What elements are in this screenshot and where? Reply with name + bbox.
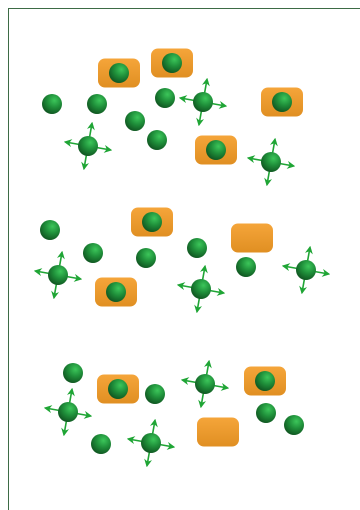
four-way-arrow-icon — [178, 77, 228, 127]
green-sphere-icon — [236, 257, 256, 277]
arrow-center-ball-icon — [58, 402, 78, 422]
green-sphere-icon — [155, 88, 175, 108]
arrow-center-ball-icon — [193, 92, 213, 112]
arrow-center-ball-icon — [78, 136, 98, 156]
four-way-arrow-icon — [33, 250, 83, 300]
green-sphere-icon — [147, 130, 167, 150]
green-sphere-icon — [91, 434, 111, 454]
four-way-arrow-icon — [246, 137, 296, 187]
green-sphere-icon — [40, 220, 60, 240]
green-sphere-icon — [63, 363, 83, 383]
group-bottom — [43, 359, 304, 468]
green-sphere-icon — [187, 238, 207, 258]
four-way-arrow-icon — [126, 418, 176, 468]
box-body — [231, 223, 273, 253]
green-sphere-icon — [83, 243, 103, 263]
arrow-center-ball-icon — [191, 279, 211, 299]
green-sphere-icon — [125, 111, 145, 131]
orange-rounded-box — [261, 87, 303, 117]
green-sphere-icon — [87, 94, 107, 114]
orange-rounded-box — [231, 223, 273, 253]
four-way-arrow-icon — [43, 387, 93, 437]
orange-rounded-box — [98, 58, 140, 88]
orange-rounded-box — [131, 207, 173, 237]
green-sphere-icon — [136, 248, 156, 268]
arrow-center-ball-icon — [48, 265, 68, 285]
contained-ball-icon — [206, 140, 226, 160]
four-way-arrow-icon — [176, 264, 226, 314]
contained-ball-icon — [272, 92, 292, 112]
contained-ball-icon — [162, 53, 182, 73]
arrow-center-ball-icon — [261, 152, 281, 172]
orange-rounded-box — [244, 366, 286, 396]
green-sphere-icon — [145, 384, 165, 404]
orange-rounded-box — [195, 135, 237, 165]
orange-rounded-box — [95, 277, 137, 307]
contained-ball-icon — [109, 63, 129, 83]
four-way-arrow-icon — [180, 359, 230, 409]
orange-rounded-box — [197, 417, 239, 447]
group-top — [42, 48, 303, 187]
four-way-arrow-icon — [281, 245, 331, 295]
contained-ball-icon — [108, 379, 128, 399]
contained-ball-icon — [142, 212, 162, 232]
green-sphere-icon — [256, 403, 276, 423]
group-middle — [33, 207, 331, 314]
green-sphere-icon — [42, 94, 62, 114]
four-way-arrow-icon — [63, 121, 113, 171]
box-body — [197, 417, 239, 447]
orange-rounded-box — [151, 48, 193, 78]
arrow-center-ball-icon — [296, 260, 316, 280]
particle-groups — [33, 48, 331, 468]
orange-rounded-box — [97, 374, 139, 404]
green-sphere-icon — [284, 415, 304, 435]
contained-ball-icon — [106, 282, 126, 302]
contained-ball-icon — [255, 371, 275, 391]
arrow-center-ball-icon — [141, 433, 161, 453]
arrow-center-ball-icon — [195, 374, 215, 394]
